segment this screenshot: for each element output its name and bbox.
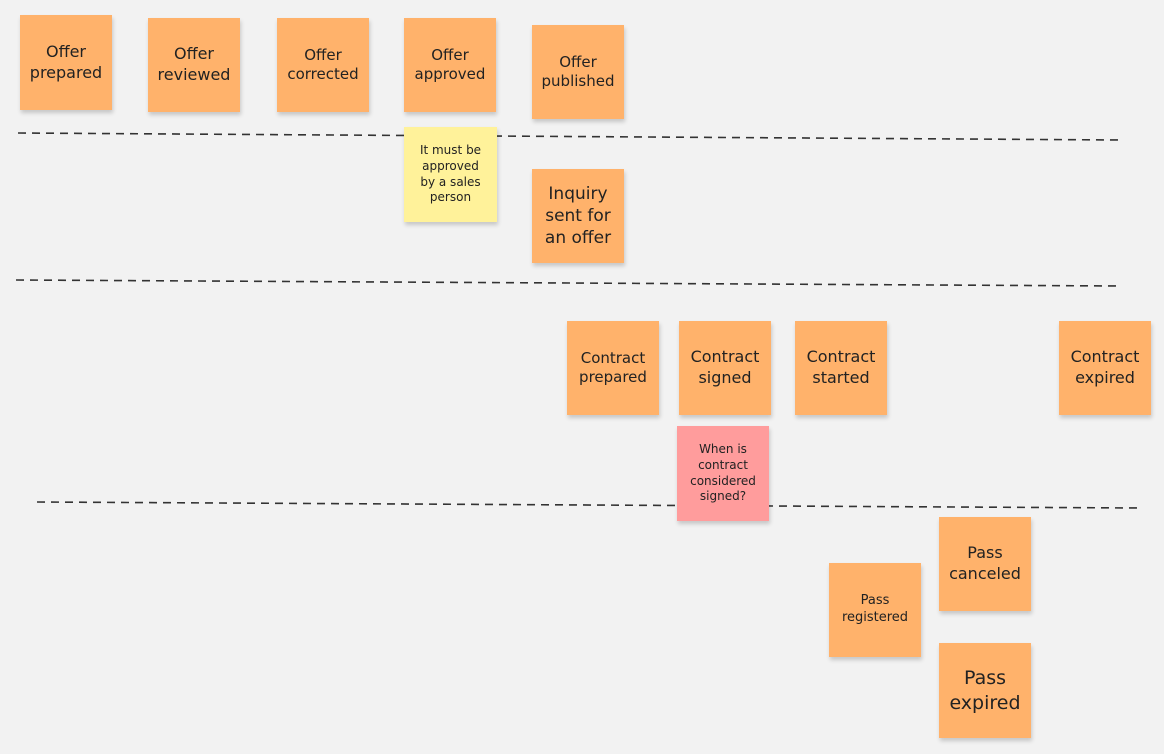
sticky-note-offer-published[interactable]: Offer published — [532, 25, 624, 119]
sticky-note-offer-approved[interactable]: Offer approved — [404, 18, 496, 112]
lane-divider-1 — [17, 132, 1121, 141]
sticky-note-text: Offer published — [541, 52, 615, 91]
lane-divider-3 — [36, 501, 1141, 509]
sticky-note-text: Offer corrected — [287, 45, 359, 84]
sticky-note-text: When is contract considered signed? — [690, 442, 756, 504]
sticky-note-text: Contract prepared — [579, 348, 647, 387]
sticky-note-text: Pass expired — [949, 666, 1021, 714]
sticky-note-contract-signed[interactable]: Contract signed — [679, 321, 771, 415]
sticky-note-contract-prepared[interactable]: Contract prepared — [567, 321, 659, 415]
sticky-note-text: Pass registered — [841, 593, 909, 625]
sticky-note-offer-reviewed[interactable]: Offer reviewed — [148, 18, 240, 112]
sticky-note-text: Contract expired — [1070, 347, 1140, 387]
sticky-note-approval-comment[interactable]: It must be approved by a sales person — [404, 127, 497, 222]
sticky-note-inquiry-sent[interactable]: Inquiry sent for an offer — [532, 169, 624, 263]
sticky-note-text: Offer prepared — [29, 41, 103, 82]
sticky-note-signed-question[interactable]: When is contract considered signed? — [677, 426, 769, 521]
sticky-note-contract-expired[interactable]: Contract expired — [1059, 321, 1151, 415]
sticky-note-text: Contract started — [806, 347, 876, 387]
sticky-note-pass-registered[interactable]: Pass registered — [829, 563, 921, 657]
lane-divider-2 — [15, 279, 1121, 287]
sticky-note-text: Contract signed — [690, 347, 760, 387]
sticky-note-text: Offer reviewed — [157, 44, 231, 84]
sticky-note-pass-expired[interactable]: Pass expired — [939, 643, 1031, 738]
sticky-note-offer-prepared[interactable]: Offer prepared — [20, 15, 112, 110]
sticky-note-text: It must be approved by a sales person — [419, 143, 482, 205]
sticky-note-text: Pass canceled — [949, 543, 1021, 583]
sticky-note-offer-corrected[interactable]: Offer corrected — [277, 18, 369, 112]
sticky-note-text: Offer approved — [414, 45, 486, 84]
sticky-note-text: Inquiry sent for an offer — [544, 183, 612, 249]
sticky-note-pass-canceled[interactable]: Pass canceled — [939, 517, 1031, 611]
sticky-note-contract-started[interactable]: Contract started — [795, 321, 887, 415]
